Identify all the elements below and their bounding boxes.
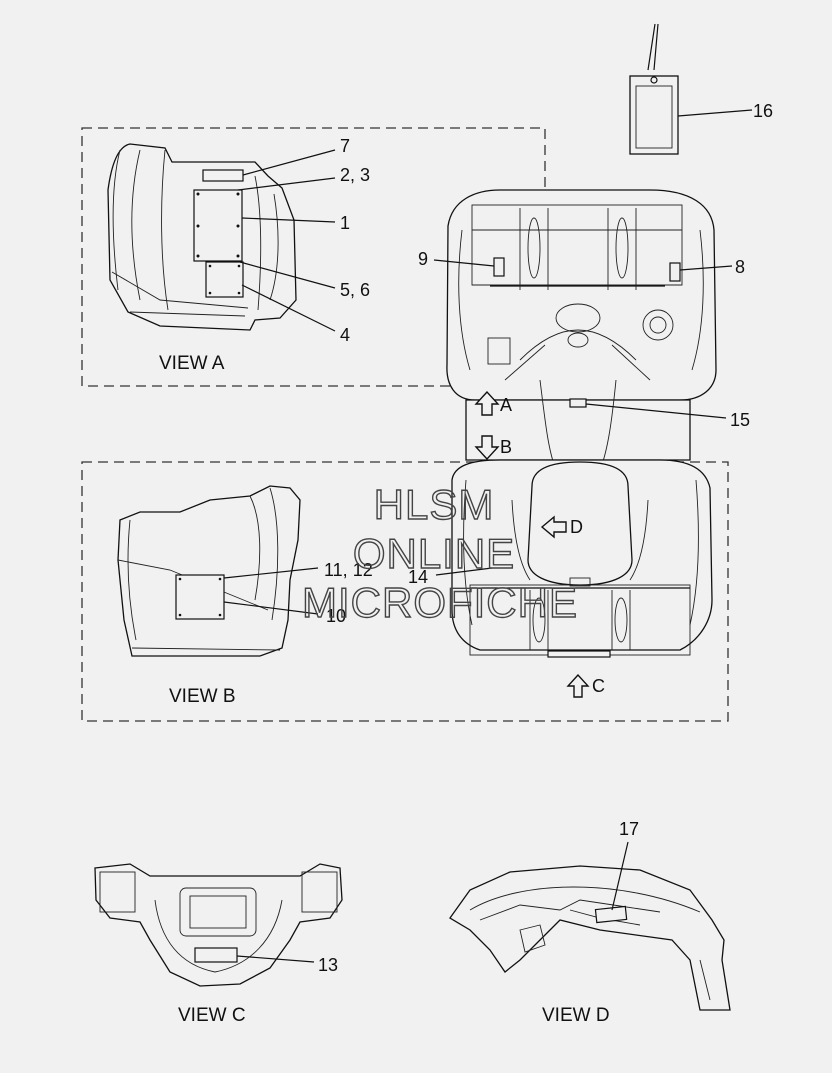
callout-8: 8 [735, 257, 745, 277]
view-c-label: VIEW C [178, 1005, 246, 1026]
atv-top-view [433, 189, 733, 698]
callout-10: 10 [326, 606, 346, 626]
callout-7: 7 [340, 136, 350, 156]
view-a-label: VIEW A [159, 353, 225, 374]
view-d-label: VIEW D [542, 1005, 610, 1026]
callout-4: 4 [340, 325, 350, 345]
arrow-label-c: C [592, 676, 605, 696]
watermark-line-1: HLSM [374, 481, 495, 528]
hang-tag [629, 23, 753, 155]
callout-15: 15 [730, 410, 750, 430]
view-d-arrow [540, 515, 567, 539]
view-a-drawing [107, 143, 336, 332]
label-17 [594, 905, 628, 924]
label-15 [569, 398, 587, 408]
view-b-drawing [117, 485, 319, 657]
view-b-frame [81, 461, 729, 722]
view-b-arrow [474, 435, 500, 461]
callout-17: 17 [619, 819, 639, 839]
callout-2-3: 2, 3 [340, 165, 370, 185]
arrow-label-b: B [500, 437, 512, 457]
label-7 [202, 169, 244, 182]
watermark-line-3: MICROFICHE [302, 579, 578, 626]
label-4 [205, 261, 244, 298]
callout-16: 16 [753, 101, 773, 121]
callout-13: 13 [318, 955, 338, 975]
view-c-arrow [566, 673, 590, 698]
callout-14: 14 [408, 567, 428, 587]
label-14 [547, 650, 611, 658]
callout-9: 9 [418, 249, 428, 269]
callout-11-12: 11, 12 [324, 560, 373, 580]
watermark-line-2: ONLINE [353, 530, 515, 577]
view-c-drawing [94, 863, 343, 987]
label-9 [493, 257, 505, 277]
callout-5-6: 5, 6 [340, 280, 370, 300]
arrow-label-d: D [570, 517, 583, 537]
label-8 [669, 262, 681, 282]
arrow-label-a: A [500, 395, 512, 415]
callout-1: 1 [340, 213, 350, 233]
view-d-drawing [449, 841, 731, 1011]
label-10 [175, 574, 225, 620]
label-13 [194, 947, 238, 963]
label-1 [193, 189, 243, 262]
view-b-label: VIEW B [169, 686, 236, 707]
view-a-arrow [474, 390, 500, 416]
